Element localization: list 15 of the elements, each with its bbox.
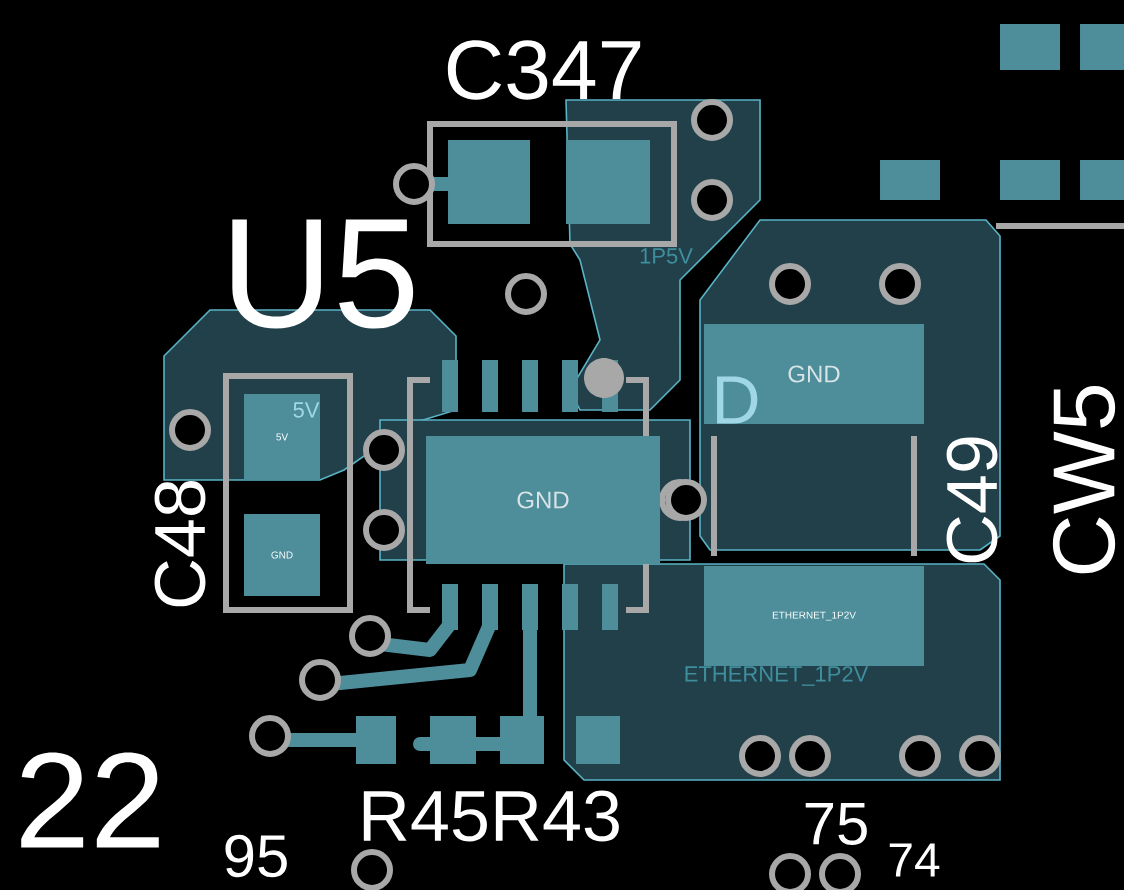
pad: GND — [426, 436, 660, 564]
net-label: 1P5V — [640, 248, 693, 264]
part-label: U5 — [232, 219, 414, 329]
part-label: CW5 — [1052, 385, 1116, 574]
part-label: C48 — [154, 481, 206, 607]
pin-number: 95 — [225, 834, 287, 878]
part-label: C347 — [447, 40, 641, 100]
net-label: ETHERNET_1P2V — [685, 666, 869, 686]
part-label: R45R43 — [363, 790, 619, 842]
part-label: C49 — [946, 437, 998, 563]
pin-number: 75 — [805, 803, 867, 845]
pin-number: 74 — [889, 843, 940, 877]
pin-number: 22 — [21, 752, 159, 848]
net-label: 5V — [293, 402, 320, 418]
net-label: D — [717, 376, 758, 424]
